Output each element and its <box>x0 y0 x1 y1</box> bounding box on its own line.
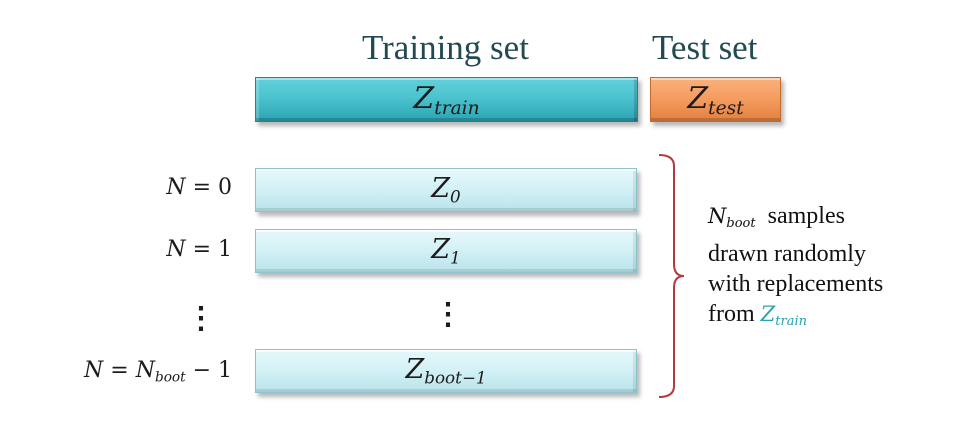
training-set-label: Ztrain <box>413 80 480 119</box>
sample-bar-1-label: Z1 <box>431 234 461 268</box>
note-line-2: drawn randomly <box>708 241 866 268</box>
row-label-n0: N = 0 <box>166 175 232 200</box>
bootstrap-note: Nboot samples drawn randomly with replac… <box>708 201 883 337</box>
training-set-bar: Ztrain <box>255 77 638 122</box>
sample-bar-last: Zboot−1 <box>255 349 637 393</box>
test-set-bar: Ztest <box>650 77 781 122</box>
row-label-n1: N = 1 <box>166 237 232 262</box>
note-line-4: from Ztrain <box>708 301 808 330</box>
sample-bar-0-label: Z0 <box>431 173 461 207</box>
training-set-header: Training set <box>362 28 529 67</box>
sample-bar-0: Z0 <box>255 168 637 212</box>
sample-bar-last-label: Zboot−1 <box>405 354 487 388</box>
note-line-3: with replacements <box>708 271 884 298</box>
ellipsis-bars: ⋮ <box>433 297 463 332</box>
bracket-icon <box>658 154 685 398</box>
sample-bar-1: Z1 <box>255 229 637 273</box>
test-set-header: Test set <box>652 28 758 67</box>
test-set-label: Ztest <box>687 80 744 119</box>
note-line-1: Nboot samples <box>708 203 845 232</box>
ellipsis-labels: ⋮ <box>186 301 216 336</box>
row-label-nboot: N = Nboot − 1 <box>84 358 232 386</box>
